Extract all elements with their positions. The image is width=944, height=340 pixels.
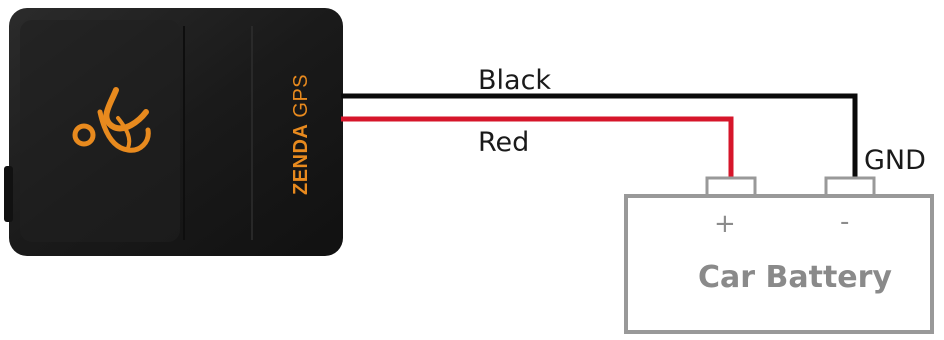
brand-suffix: GPS — [290, 73, 312, 118]
car-battery — [624, 176, 934, 334]
positive-terminal — [705, 176, 757, 198]
brand-name: ZENDA — [290, 123, 312, 195]
ground-label: GND — [864, 145, 926, 176]
red-wire-label: Red — [478, 127, 530, 158]
battery-body — [624, 194, 934, 334]
device-brand-label: ZENDA GPS — [286, 45, 316, 195]
zenda-logo-icon — [72, 87, 151, 153]
gps-tracker-device — [4, 8, 343, 256]
battery-label: Car Battery — [698, 260, 892, 295]
device-front-panel — [20, 20, 180, 242]
positive-sign: + — [714, 209, 736, 239]
black-wire-label: Black — [478, 65, 552, 96]
negative-terminal — [824, 176, 876, 198]
negative-sign: - — [840, 207, 850, 237]
red-wire — [341, 116, 734, 184]
black-wire — [341, 93, 858, 184]
device-side-button — [4, 166, 13, 222]
